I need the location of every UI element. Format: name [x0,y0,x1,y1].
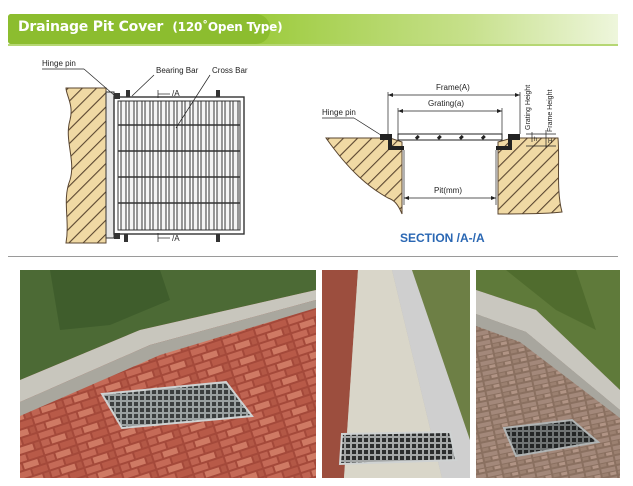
wall-hatching [65,87,107,244]
paved-gutter-grating-photo [476,270,620,478]
left-soil-hatching [325,137,403,215]
plan-view-drawing: Hinge pin Bearing Bar Cross Bar /A /A [42,59,248,244]
frame-dimension-label: Frame(A) [436,83,470,92]
grating-height-label: Grating Height [525,85,532,130]
title-underline [8,44,618,46]
hinge-pin-bottom [114,233,120,239]
section-divider [8,256,618,257]
h-label: h [534,137,537,143]
cross-bar-label: Cross Bar [212,66,248,75]
section-mark-bottom: /A [172,234,180,243]
title-tab [8,14,270,44]
H-label: H [548,139,552,145]
anchor-bottom-left [124,234,128,242]
section-title: SECTION /A-/A [400,231,485,245]
technical-drawings: Hinge pin Bearing Bar Cross Bar /A /A [42,59,563,244]
page-title: Drainage Pit Cover (120˚Open Type) [18,19,283,35]
anchor-bottom-right [216,234,220,242]
section-mark-top: /A [172,89,180,98]
pit-dimension-label: Pit(mm) [434,186,462,195]
bearing-bar-label: Bearing Bar [156,66,199,75]
left-frame-profile [380,134,404,150]
concrete-gutter-grating-photo [322,270,470,478]
grating-dimension-label: Grating(a) [428,99,464,108]
brick-sidewalk-grating-photo [20,270,316,478]
anchor-top-right [216,90,220,97]
right-frame-profile [496,134,520,150]
anchor-top-left [126,90,130,97]
plan-hinge-pin-label: Hinge pin [42,59,76,68]
hinge-pin-top [114,93,120,99]
hinge-frame [105,91,115,239]
right-soil-hatching [497,137,563,215]
section-hinge-pin-label: Hinge pin [322,108,356,117]
bearing-bars [120,100,239,231]
cross-bars [118,124,240,204]
page-subtitle: (120˚Open Type) [172,20,283,34]
grating-section [397,133,503,141]
bearing-bar-section-marks [414,134,486,140]
frame-height-label: Frame Height [547,90,554,132]
section-view-drawing: Frame(A) Grating(a) Pit(mm) Hinge pin Gr… [322,83,563,215]
